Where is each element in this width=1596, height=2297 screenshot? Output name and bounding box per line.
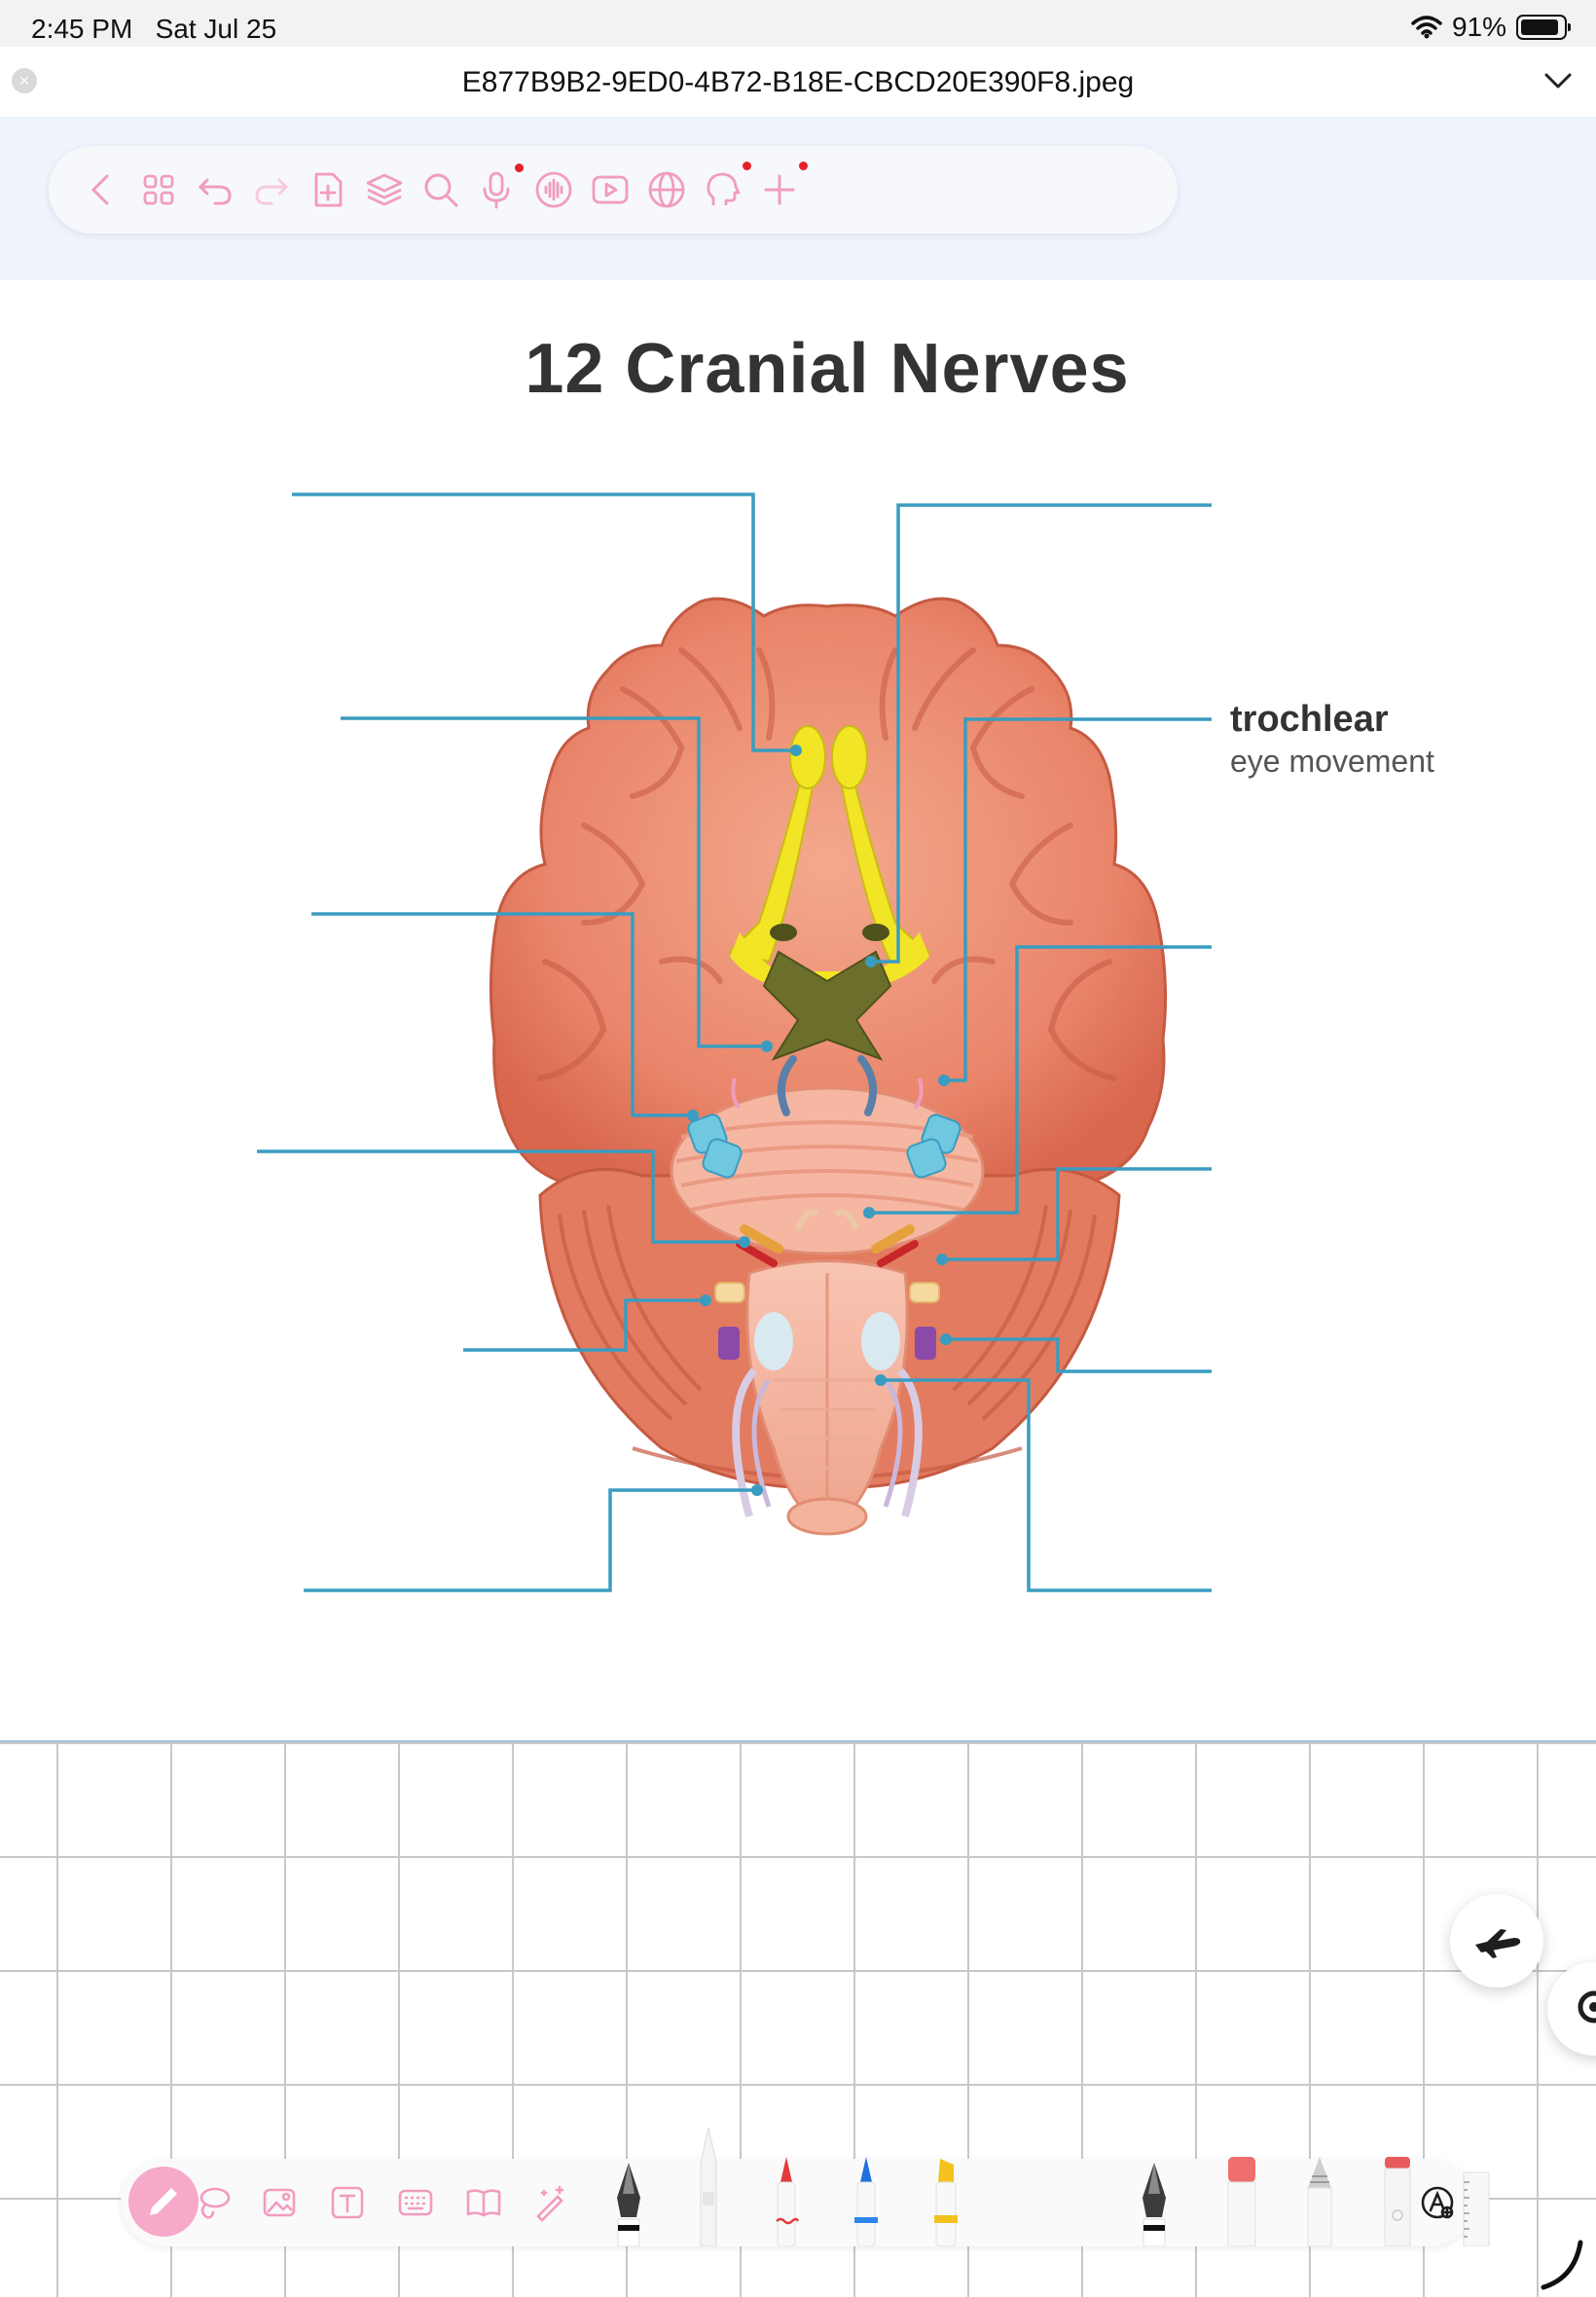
pencil-icon: [142, 2180, 185, 2223]
wifi-icon: [1411, 16, 1442, 39]
yellow-highlighter-tool[interactable]: [925, 2153, 967, 2246]
document-canvas[interactable]: 12 Cranial Nerves trochlear eye movement: [0, 280, 1596, 1740]
book-icon[interactable]: [461, 2180, 506, 2225]
redo-icon[interactable]: [247, 165, 296, 214]
globe-icon[interactable]: [642, 165, 691, 214]
status-time: 2:45 PM Sat Jul 25: [31, 14, 276, 45]
plus-icon[interactable]: [755, 165, 804, 214]
airplane-icon: [1468, 1912, 1526, 1970]
battery-fill: [1521, 19, 1558, 35]
title-bar: × E877B9B2-9ED0-4B72-B18E-CBCD20E390F8.j…: [0, 47, 1596, 117]
back-icon[interactable]: [78, 165, 127, 214]
status-right: 91%: [1411, 12, 1567, 43]
magic-pen-icon[interactable]: [527, 2180, 572, 2225]
search-icon[interactable]: [417, 165, 465, 214]
red-eraser-tool[interactable]: [1220, 2153, 1263, 2246]
fountain-pen-tool[interactable]: [607, 2159, 650, 2246]
stick-eraser-tool[interactable]: [1376, 2153, 1419, 2246]
resize-handle-icon[interactable]: [1538, 2235, 1586, 2293]
blue-marker-tool[interactable]: [845, 2153, 888, 2246]
badge-dot: [515, 164, 524, 172]
date-text: Sat Jul 25: [156, 14, 277, 44]
diagram-title: 12 Cranial Nerves: [0, 329, 1596, 409]
airplane-button[interactable]: [1450, 1894, 1543, 1987]
ballpoint-pen-tool[interactable]: [687, 2124, 730, 2246]
nerve-label-name: trochlear: [1230, 699, 1389, 741]
add-page-icon[interactable]: [304, 165, 352, 214]
undo-icon[interactable]: [191, 165, 239, 214]
dark-fountain-pen-tool[interactable]: [1133, 2159, 1176, 2246]
badge-dot: [799, 162, 808, 170]
document-title: E877B9B2-9ED0-4B72-B18E-CBCD20E390F8.jpe…: [0, 66, 1596, 99]
layers-icon[interactable]: [360, 165, 409, 214]
chevron-down-icon[interactable]: [1542, 64, 1575, 97]
red-marker-tool[interactable]: [765, 2153, 808, 2246]
pencil-tool[interactable]: [1298, 2153, 1341, 2246]
toolbar-band: [0, 117, 1596, 280]
brainstem: [747, 1261, 907, 1535]
audio-icon[interactable]: [529, 165, 578, 214]
ai-head-icon[interactable]: [699, 165, 747, 214]
lasso-icon[interactable]: [191, 2180, 236, 2225]
microphone-icon[interactable]: [473, 165, 522, 214]
nerve-label-desc: eye movement: [1230, 744, 1434, 780]
badge-dot: [743, 162, 751, 170]
battery-percent: 91%: [1452, 12, 1506, 43]
text-icon[interactable]: [325, 2180, 370, 2225]
drawing-toolbar: [121, 2159, 1473, 2246]
video-icon[interactable]: [586, 165, 635, 214]
cranial-nerve-diagram: [0, 280, 1596, 1740]
main-toolbar: [49, 146, 1178, 234]
image-icon[interactable]: [257, 2180, 302, 2225]
ruler-tool[interactable]: [1454, 2169, 1497, 2246]
time-text: 2:45 PM: [31, 14, 132, 44]
status-bar: 2:45 PM Sat Jul 25 91%: [0, 0, 1596, 47]
pencil-mode-button[interactable]: [128, 2167, 199, 2237]
shape-icon[interactable]: [1415, 2180, 1460, 2225]
battery-icon: [1516, 15, 1567, 40]
chat-head-icon: [1565, 1980, 1596, 2038]
grid-icon[interactable]: [134, 165, 183, 214]
keyboard-icon[interactable]: [393, 2180, 438, 2225]
